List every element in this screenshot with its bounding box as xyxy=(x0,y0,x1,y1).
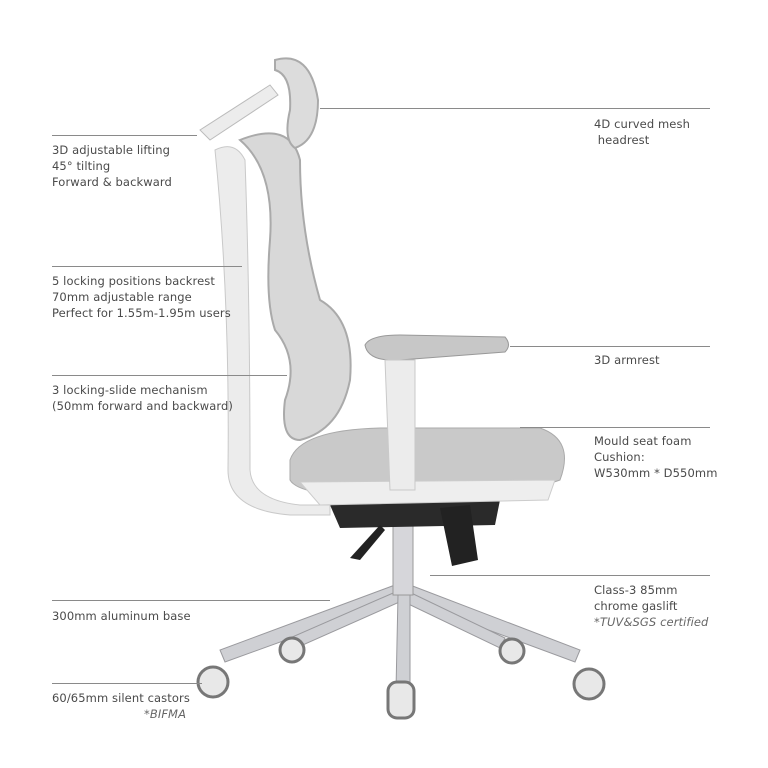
label-seat: Mould seat foam Cushion: W530mm * D550mm xyxy=(594,433,718,481)
label-backrest: 5 locking positions backrest 70mm adjust… xyxy=(52,273,231,321)
gaslift xyxy=(392,519,414,596)
label-line: 3D adjustable lifting xyxy=(52,143,171,157)
leader-line-seat xyxy=(520,427,710,428)
label-line: chrome gaslift xyxy=(594,599,678,613)
backrest-frame xyxy=(214,146,331,516)
label-headrest-lift: 3D adjustable lifting 45° tilting Forwar… xyxy=(52,142,172,190)
label-line: 60/65mm silent castors xyxy=(52,691,190,705)
aluminum-base xyxy=(219,584,581,691)
leader-line-base xyxy=(52,600,330,601)
label-line: 300mm aluminum base xyxy=(52,609,191,623)
leader-line-headrest xyxy=(320,108,710,109)
label-castors: 60/65mm silent castors *BIFMA xyxy=(52,690,190,722)
label-line: headrest xyxy=(594,133,650,147)
label-headrest: 4D curved mesh headrest xyxy=(594,116,690,148)
castors xyxy=(196,636,606,720)
label-gaslift: Class-3 85mm chrome gaslift *TUV&SGS cer… xyxy=(594,582,708,630)
label-line: 3 locking-slide mechanism xyxy=(52,383,208,397)
label-line: Class-3 85mm xyxy=(594,583,678,597)
label-line: 5 locking positions backrest xyxy=(52,274,216,288)
leader-line-armrest xyxy=(510,346,710,347)
label-line: (50mm forward and backward) xyxy=(52,399,234,413)
leader-line-castors xyxy=(52,683,202,684)
headrest xyxy=(274,57,320,150)
leader-line-headrest-lift xyxy=(52,135,197,136)
label-line: W530mm * D550mm xyxy=(594,466,718,480)
label-line: Mould seat foam xyxy=(594,434,692,448)
leader-line-mechanism xyxy=(52,375,287,376)
backrest-mesh xyxy=(238,132,352,442)
label-note: *TUV&SGS certified xyxy=(594,615,709,629)
leader-line-gaslift xyxy=(430,575,710,576)
label-line: 45° tilting xyxy=(52,159,111,173)
label-line: 3D armrest xyxy=(594,353,660,367)
label-mechanism: 3 locking-slide mechanism (50mm forward … xyxy=(52,382,233,414)
label-line: Cushion: xyxy=(594,450,645,464)
label-line: Perfect for 1.55m-1.95m users xyxy=(52,306,231,320)
label-line: Forward & backward xyxy=(52,175,172,189)
label-note: *BIFMA xyxy=(144,707,187,721)
label-line: 4D curved mesh xyxy=(594,117,690,131)
label-line: 70mm adjustable range xyxy=(52,290,192,304)
label-base: 300mm aluminum base xyxy=(52,608,191,624)
leader-line-backrest xyxy=(52,266,242,267)
label-armrest: 3D armrest xyxy=(594,352,660,368)
armrest xyxy=(364,334,509,361)
